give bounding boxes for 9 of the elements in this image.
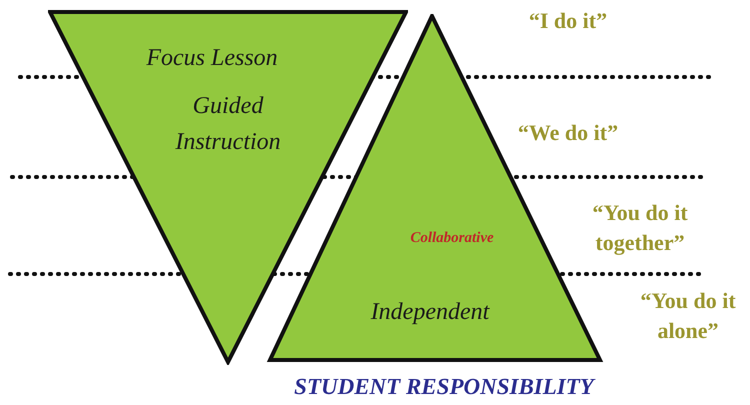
role-label: “I do it” xyxy=(528,7,608,35)
role-label: “You do it alone” xyxy=(639,287,737,345)
caption: STUDENT RESPONSIBILITY xyxy=(294,374,594,400)
stage-label: Independent xyxy=(370,298,490,327)
stage-label: Guided Instruction xyxy=(174,92,282,157)
stage-label: Focus Lesson xyxy=(146,44,278,73)
role-label: “We do it” xyxy=(516,119,620,147)
role-label: “You do it together” xyxy=(591,199,689,257)
stage-label: Collaborative xyxy=(410,229,494,248)
